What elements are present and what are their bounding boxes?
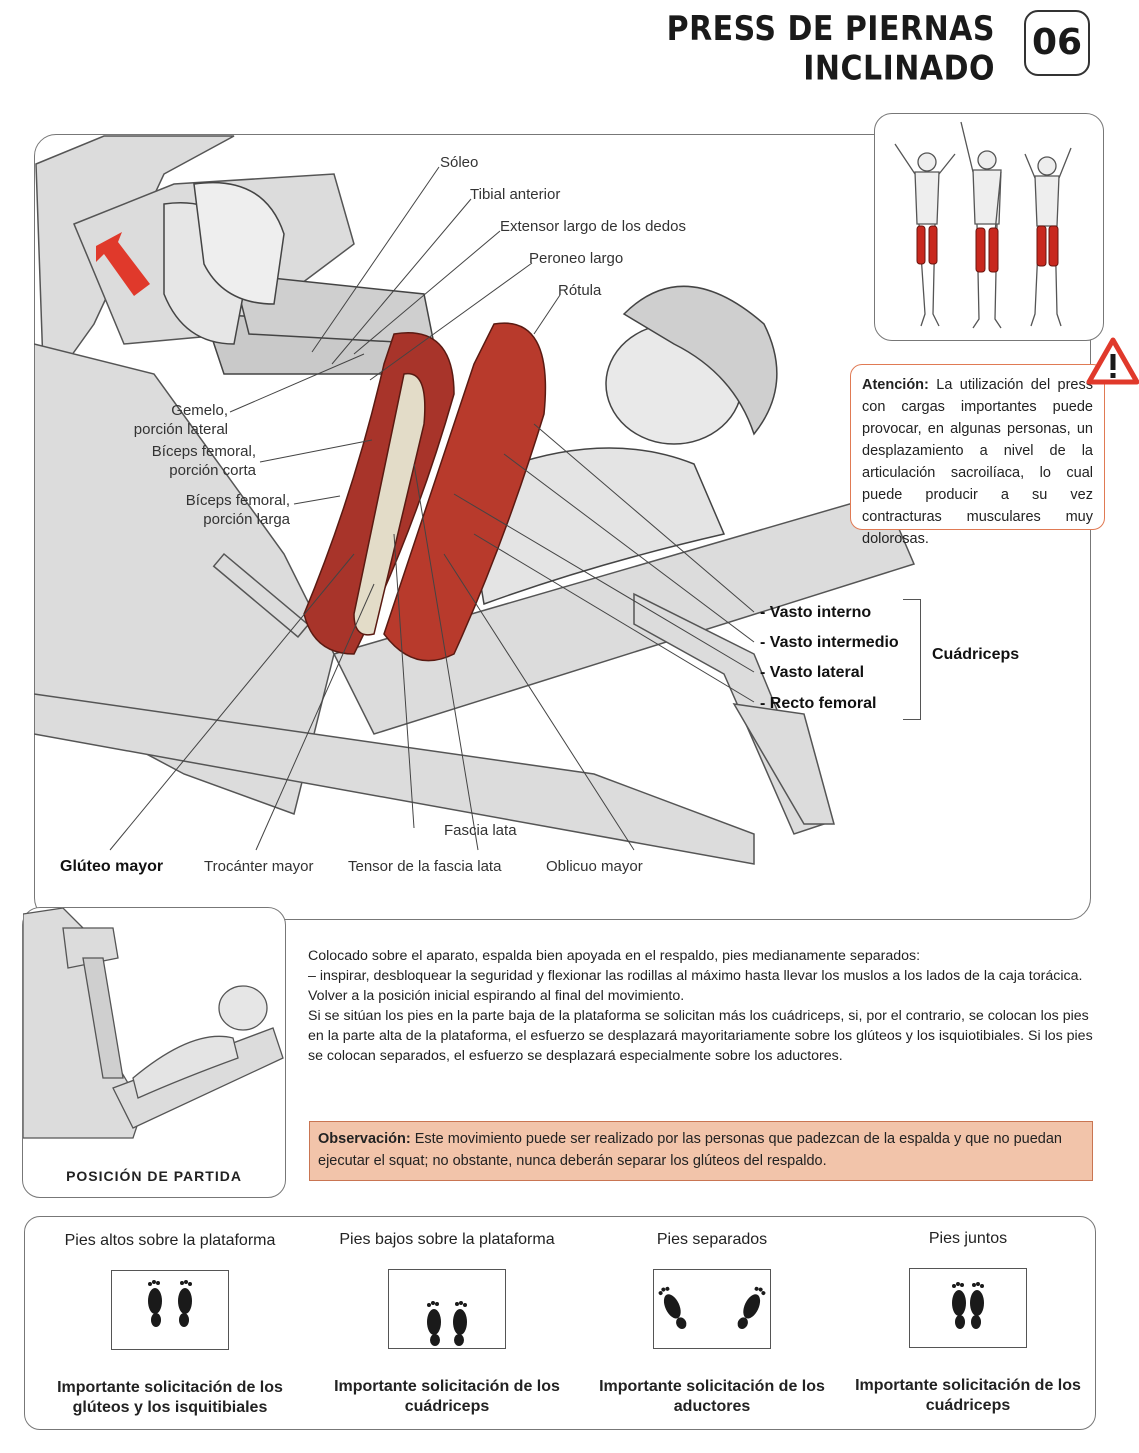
athlete-figure xyxy=(163,181,778,606)
leg-press-anatomy-illustration xyxy=(34,135,916,865)
starting-position-illustration xyxy=(22,907,284,1139)
exercise-description: Colocado sobre el aparato, espalda bien … xyxy=(308,946,1094,1066)
seat-back xyxy=(332,493,916,735)
shoe-front xyxy=(193,181,285,305)
thigh-muscles xyxy=(303,322,547,662)
foot-position-title: Pies bajos sobre la plataforma xyxy=(339,1231,555,1248)
label-biceps-corta-1: Bíceps femoral, xyxy=(151,443,256,460)
footprint-icon xyxy=(427,1301,467,1346)
label-gemelo-1: Gemelo, xyxy=(171,402,228,419)
foot-position-title: Pies separados xyxy=(656,1231,768,1248)
warning-box: Atención: La utilización del press con c… xyxy=(850,364,1105,547)
label-gluteo-mayor: Glúteo mayor xyxy=(60,858,164,875)
leader-lines xyxy=(109,166,755,851)
muscle-map-thumbnail xyxy=(874,113,1104,341)
footprint-diagram xyxy=(111,1270,229,1350)
base-leg-2 xyxy=(732,703,835,825)
label-trocanter-mayor: Trocánter mayor xyxy=(204,858,314,875)
starting-position-box xyxy=(22,907,286,1198)
quadriceps-thigh-front xyxy=(383,322,547,662)
quad-item-vasto-interno: - Vasto interno xyxy=(760,604,872,621)
label-rotula: Rótula xyxy=(558,282,602,299)
fascia-lata-band xyxy=(353,372,426,636)
label-soleo: Sóleo xyxy=(440,154,479,171)
foot-position-desc: Importante solicitación de los cuádricep… xyxy=(855,1377,1081,1414)
quad-item-vasto-intermedio: - Vasto intermedio xyxy=(760,634,899,651)
page-number-badge: 06 xyxy=(1024,10,1090,76)
foot-position-title: Pies juntos xyxy=(928,1230,1008,1247)
athlete-torso xyxy=(463,447,726,606)
direction-arrow-icon xyxy=(96,232,150,296)
label-oblicuo-mayor: Oblicuo mayor xyxy=(546,858,643,875)
label-biceps-larga-2: porción larga xyxy=(203,511,290,528)
label-extensor-largo: Extensor largo de los dedos xyxy=(500,218,686,235)
warning-text: La utilización del press con cargas impo… xyxy=(862,377,1093,547)
label-gemelo-2: porción lateral xyxy=(133,421,228,438)
foot-position-desc: Importante solicitación de los glúteos y… xyxy=(57,1379,283,1416)
label-tensor-fascia-lata: Tensor de la fascia lata xyxy=(348,858,502,875)
quad-item-recto-femoral: - Recto femoral xyxy=(760,695,877,712)
footprint-icon xyxy=(148,1280,192,1327)
foot-position-low: Pies bajos sobre la plataforma Important… xyxy=(317,1231,577,1417)
description-paragraph-2: – inspirar, desbloquear la seguridad y f… xyxy=(308,968,1083,1004)
muscle-map-figures xyxy=(894,121,1072,329)
observation-text: Este movimiento puede ser realizado por … xyxy=(318,1131,1062,1169)
machine-base xyxy=(34,693,755,865)
foot-position-high: Pies altos sobre la plataforma Important… xyxy=(40,1232,300,1418)
label-tibial-anterior: Tibial anterior xyxy=(470,186,561,203)
starting-position-caption: POSICIÓN DE PARTIDA xyxy=(66,1168,242,1184)
quad-item-vasto-lateral: - Vasto lateral xyxy=(760,664,865,681)
foot-position-together: Pies juntos Importante solicitación de l… xyxy=(838,1230,1098,1416)
footprint-icon xyxy=(658,1286,766,1330)
footprint-diagram xyxy=(653,1269,771,1349)
quadriceps-group-label: Cuádriceps xyxy=(932,646,1020,663)
label-biceps-larga-1: Bíceps femoral, xyxy=(185,492,290,509)
label-peroneo-largo: Peroneo largo xyxy=(529,250,624,267)
label-biceps-corta-2: porción corta xyxy=(169,462,256,479)
label-fascia-lata: Fascia lata xyxy=(444,822,517,839)
description-paragraph-1: Colocado sobre el aparato, espalda bien … xyxy=(308,948,921,964)
foot-position-desc: Importante solicitación de los cuádricep… xyxy=(334,1378,560,1415)
observation-lead: Observación: xyxy=(318,1131,411,1147)
footprint-diagram xyxy=(909,1268,1027,1348)
quadriceps-bracket xyxy=(903,599,921,720)
warning-triangle-icon xyxy=(1086,337,1139,385)
description-paragraph-3: Si se sitúan los pies en la parte baja d… xyxy=(308,1008,1093,1064)
handle-bar xyxy=(212,552,310,639)
footprint-diagram xyxy=(388,1269,506,1349)
leg-press-machine xyxy=(34,135,916,865)
athlete-hair xyxy=(622,285,778,436)
foot-position-wide: Pies separados Importante solicitación d… xyxy=(582,1231,842,1417)
foot-position-desc: Importante solicitación de los aductores xyxy=(599,1378,825,1415)
page-title: PRESS DE PIERNAS INCLINADO xyxy=(666,10,995,89)
warning-lead: Atención: xyxy=(862,377,929,393)
footprint-icon xyxy=(952,1282,984,1329)
foot-position-title: Pies altos sobre la plataforma xyxy=(64,1232,276,1249)
observation-box: Observación: Este movimiento puede ser r… xyxy=(309,1121,1093,1181)
